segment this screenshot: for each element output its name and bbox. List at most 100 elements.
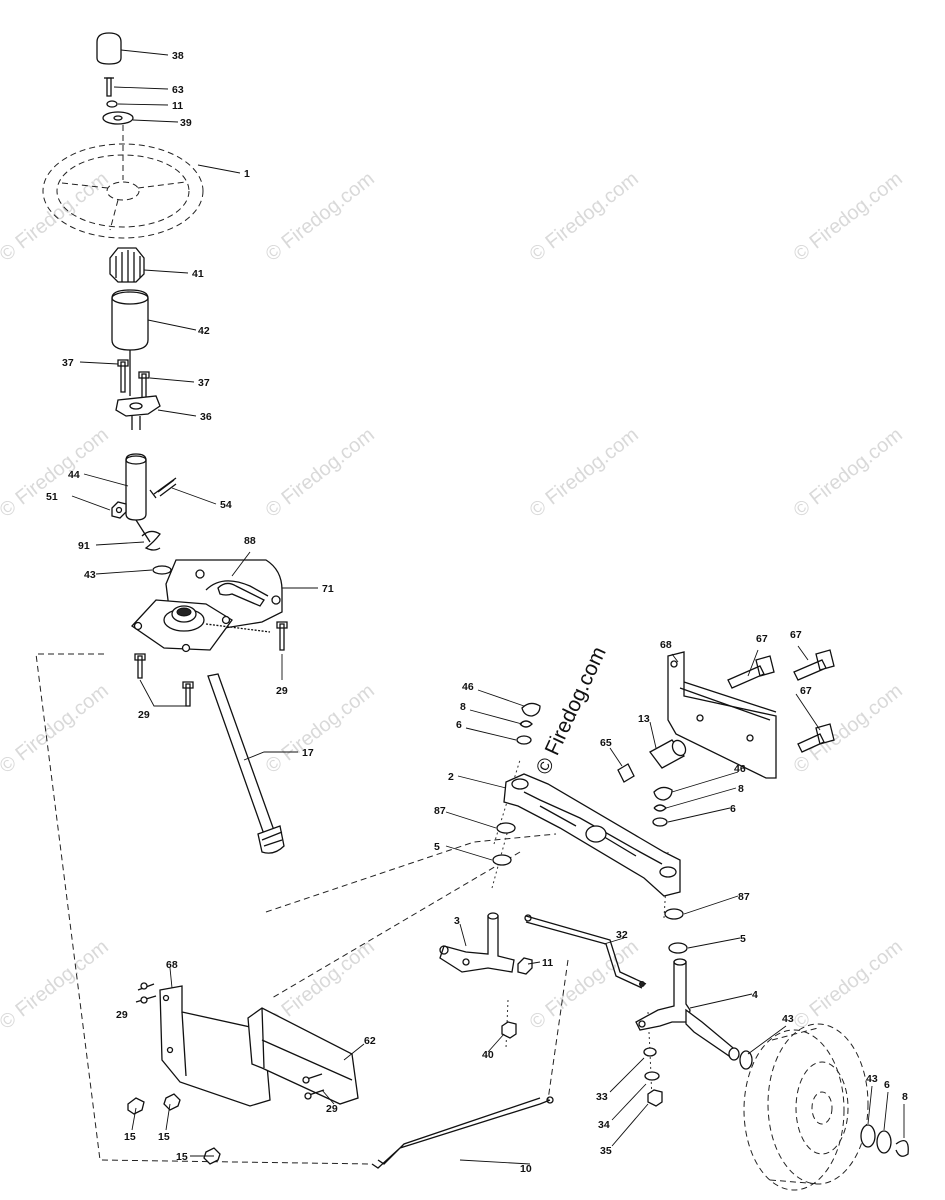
washer-part: [860, 1124, 876, 1148]
bolt-part: [727, 655, 775, 689]
callout-label: 38: [172, 50, 184, 62]
watermark: © Firedog.com: [790, 424, 907, 522]
callout-label: 8: [738, 783, 744, 795]
watermark: © Firedog.com: [262, 168, 379, 266]
leader-lines: [71, 49, 905, 1165]
callout-label: 39: [180, 117, 192, 129]
callout-label: 10: [520, 1163, 532, 1175]
sector-gear-part: [131, 599, 271, 653]
callout-label: 2: [448, 771, 454, 783]
callout-label: 46: [462, 681, 474, 693]
bushing-part: [111, 289, 149, 351]
callout-label: 15: [176, 1151, 188, 1163]
steering-shaft-part: [125, 453, 147, 521]
brand-label: © Firedog.com: [532, 643, 611, 778]
callout-label: 40: [482, 1049, 494, 1061]
callout-label: 37: [62, 357, 74, 369]
callout-label: 43: [84, 569, 96, 581]
washer-part: [876, 1130, 892, 1154]
callout-label: 67: [790, 629, 802, 641]
callout-label: 5: [434, 841, 440, 853]
callout-label: 67: [800, 685, 812, 697]
callout-label: 32: [616, 929, 628, 941]
callout-label: 6: [730, 803, 736, 815]
steering-wheel-part: [42, 125, 204, 239]
watermark: © Firedog.com: [790, 168, 907, 266]
watermark: © Firedog.com: [0, 424, 113, 522]
callout-label: 6: [456, 719, 462, 731]
callout-label: 6: [884, 1079, 890, 1091]
washer-part: [492, 854, 512, 866]
washer-part: [668, 942, 688, 954]
callout-label: 42: [198, 325, 210, 337]
mounting-bracket-part: [667, 651, 777, 779]
callout-label: 36: [200, 411, 212, 423]
callout-label: 11: [542, 957, 553, 969]
lower-bracket-assembly: [127, 982, 554, 1169]
callout-label: 62: [364, 1035, 376, 1047]
mounting-plate-part: [247, 1007, 359, 1105]
callout-label: 29: [138, 709, 150, 721]
watermark: © Firedog.com: [526, 168, 643, 266]
callout-label: 29: [276, 685, 288, 697]
callout-label: 4: [752, 989, 758, 1001]
callout-label: 87: [434, 805, 446, 817]
front-wheel-part: [743, 1029, 845, 1191]
watermark: © Firedog.com: [526, 424, 643, 522]
callout-label: 46: [734, 763, 746, 775]
callout-label: 68: [166, 959, 178, 971]
callout-label: 29: [116, 1009, 128, 1021]
spindle-right-part: [635, 961, 691, 1031]
bolt-part: [797, 723, 835, 753]
washer-part: [664, 908, 684, 920]
callout-label: 15: [124, 1131, 136, 1143]
callout-label: 11: [172, 100, 183, 112]
bolt-part: [182, 681, 194, 707]
callout-label: 44: [68, 469, 80, 481]
callout-label: 3: [454, 915, 460, 927]
callout-label: 13: [638, 713, 650, 725]
screw-part: [106, 77, 112, 97]
watermark: © Firedog.com: [0, 936, 113, 1034]
adapter-part: [109, 247, 145, 283]
washer-part: [496, 822, 516, 834]
steering-rod-part: [371, 1097, 551, 1169]
spindle-left-assembly: [439, 912, 647, 1039]
watermark: © Firedog.com: [0, 680, 113, 778]
bracket-part: [115, 395, 161, 417]
cap-part: [653, 786, 673, 801]
callout-label: 34: [598, 1119, 610, 1131]
nut-part: [127, 1097, 145, 1115]
washer-part: [739, 1050, 753, 1070]
callout-labels: 38 63 11 39 1 41 42 37 37 36 44 51 54 91…: [46, 50, 908, 1175]
callout-label: 68: [660, 639, 672, 651]
callout-label: 67: [756, 633, 768, 645]
callout-label: 17: [302, 747, 314, 759]
drag-link-part: [525, 915, 647, 989]
callout-label: 29: [326, 1103, 338, 1115]
bolt-part: [134, 653, 146, 679]
callout-label: 35: [600, 1145, 612, 1157]
callout-label: 71: [322, 583, 334, 595]
watermark: © Firedog.com: [790, 936, 907, 1034]
callout-label: 8: [460, 701, 466, 713]
callout-label: 8: [902, 1091, 908, 1103]
spindle-right-assembly: [635, 958, 740, 1107]
cap-part: [96, 32, 122, 65]
bolt-part: [138, 371, 150, 399]
front-wheel-assembly: [739, 1023, 909, 1191]
nut-part: [163, 1093, 181, 1111]
callout-label: 43: [782, 1013, 794, 1025]
callout-label: 5: [740, 933, 746, 945]
callout-label: 91: [78, 540, 90, 552]
front-axle-assembly: [492, 702, 688, 954]
mounting-bracket-assembly: [617, 649, 835, 783]
nut-part: [647, 1089, 663, 1107]
callout-label: 63: [172, 84, 184, 96]
callout-label: 43: [866, 1073, 878, 1085]
washer-part: [644, 1071, 660, 1081]
bracket-part: [159, 985, 271, 1107]
bolt-part: [793, 649, 835, 681]
callout-label: 41: [192, 268, 204, 280]
